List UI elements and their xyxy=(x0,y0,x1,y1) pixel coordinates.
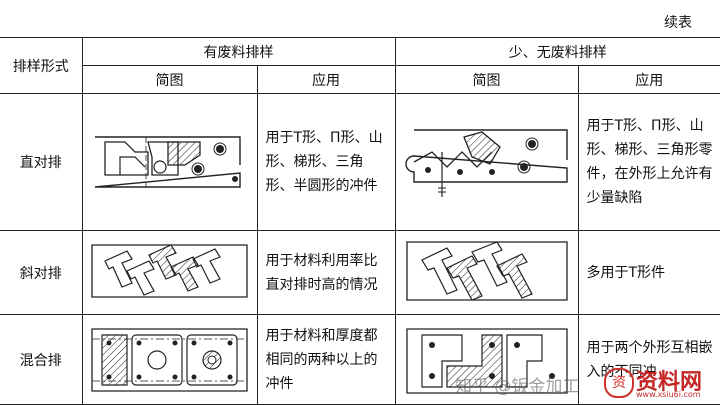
straight-no-waste-drawing xyxy=(404,129,568,197)
header-diagram-2: 简图 xyxy=(394,65,579,94)
usage-oblique-with-waste: 用于材料利用率比直对排时高的情况 xyxy=(256,230,396,315)
watermark-text: 知乎 @钣金加工 xyxy=(455,377,580,397)
diagram-mixed-with-waste xyxy=(81,314,258,405)
row-label-mixed: 混合排 xyxy=(0,314,83,405)
table-row: 斜对排 用于材料利用率比直对排时高的情况 xyxy=(0,230,720,315)
watermark-site-name: 资料网 xyxy=(636,370,703,395)
row-label-straight: 直对排 xyxy=(0,93,83,231)
table-row: 混合排 xyxy=(0,314,720,405)
mixed-no-waste-drawing xyxy=(405,327,568,394)
usage-mixed-with-waste: 用于材料和厚度都相同的两种以上的冲件 xyxy=(256,314,396,405)
header-less-no-waste: 少、无废料排样 xyxy=(394,37,720,66)
header-usage-2: 应用 xyxy=(577,65,720,94)
table-caption: 续表 xyxy=(664,15,692,31)
diagram-oblique-with-waste xyxy=(81,230,258,315)
usage-straight-no-waste: 用于T形、П形、山形、梯形、三角形零件，在外形上允许有少量缺陷 xyxy=(577,93,720,231)
oblique-layout-drawing xyxy=(91,243,248,298)
layout-table: 排样形式 有废料排样 少、无废料排样 简图 应用 简图 应用 直对排 xyxy=(0,37,720,405)
straight-layout-drawing xyxy=(94,136,241,188)
header-usage-1: 应用 xyxy=(256,65,396,94)
table-row: 直对排 用于T形、П形、山形、梯形、三角形、半圆形的冲件 xyxy=(0,93,720,231)
header-diagram-1: 简图 xyxy=(82,65,258,94)
header-layout-form: 排样形式 xyxy=(0,37,83,94)
diagram-straight-no-waste xyxy=(394,93,579,231)
usage-straight-with-waste: 用于T形、П形、山形、梯形、三角形、半圆形的冲件 xyxy=(256,93,396,231)
diagram-mixed-no-waste xyxy=(394,314,579,405)
usage-oblique-no-waste: 多用于T形件 xyxy=(577,230,720,315)
mixed-layout-drawing xyxy=(91,327,248,392)
oblique-no-waste-drawing xyxy=(405,240,568,301)
diagram-straight-with-waste xyxy=(81,93,258,231)
row-label-oblique: 斜对排 xyxy=(0,230,83,315)
watermark-logo-icon: 资 xyxy=(604,368,634,398)
watermark-url: www.xsiu6i.com xyxy=(636,390,701,399)
diagram-oblique-no-waste xyxy=(394,230,579,315)
header-with-waste: 有废料排样 xyxy=(81,37,396,66)
